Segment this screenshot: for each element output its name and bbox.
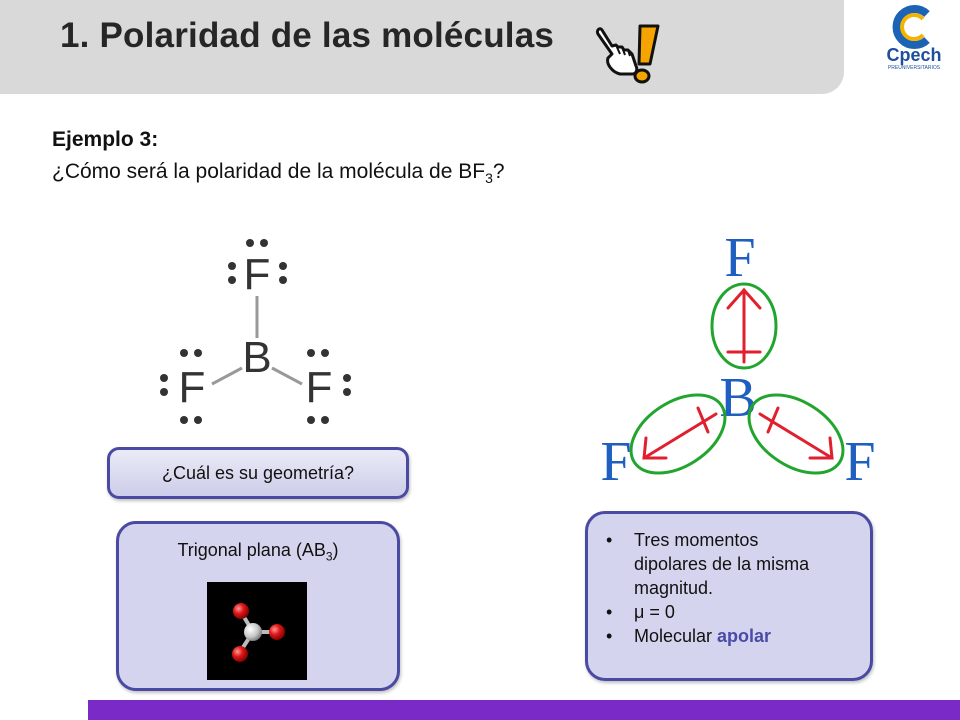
header-bar (0, 0, 844, 94)
dipole-vector-diagram: F B F F (600, 227, 875, 490)
vector-atom-f-top: F (724, 227, 755, 289)
atom-f-left: F (179, 363, 206, 412)
atom-b-center: B (242, 333, 271, 382)
geometry-question-pill: ¿Cuál es su geometría? (107, 447, 409, 499)
footer-bar (88, 700, 960, 720)
conclusion-item: μ = 0 (606, 600, 834, 624)
logo-subtext: PREUNIVERSITARIOS (888, 65, 941, 71)
cpech-logo: Cpech PREUNIVERSITARIOS (886, 5, 942, 71)
dipole-ellipses (629, 282, 845, 475)
conclusion-item: Molecular apolar (606, 624, 834, 648)
conclusion-item: Tres momentos dipolares de la misma magn… (606, 528, 834, 600)
lewis-structure: F B F F (160, 239, 351, 424)
trigonal-planar-model-image (207, 582, 307, 680)
vector-atom-f-right: F (844, 431, 875, 490)
atom-f-right: F (306, 363, 333, 412)
example-heading: Ejemplo 3: (52, 128, 159, 151)
dipole-arrows (642, 287, 834, 460)
pointing-hand-exclamation-icon (596, 24, 660, 84)
atom-f-top: F (244, 250, 271, 299)
question-text: ¿Cómo será la polaridad de la molécula d… (52, 160, 505, 187)
bonds (211, 296, 303, 386)
apolar-highlight: apolar (717, 626, 772, 646)
logo-text: Cpech (886, 45, 941, 65)
vector-atom-f-left: F (600, 431, 631, 490)
conclusions-list: Tres momentos dipolares de la misma magn… (606, 528, 834, 648)
geometry-answer-box: Trigonal plana (AB3) (116, 521, 400, 691)
lone-pairs (160, 239, 351, 424)
conclusions-box: Tres momentos dipolares de la misma magn… (585, 511, 873, 681)
geometry-answer: Trigonal plana (AB3) (177, 540, 339, 564)
slide-title: 1. Polaridad de las moléculas (60, 16, 555, 55)
